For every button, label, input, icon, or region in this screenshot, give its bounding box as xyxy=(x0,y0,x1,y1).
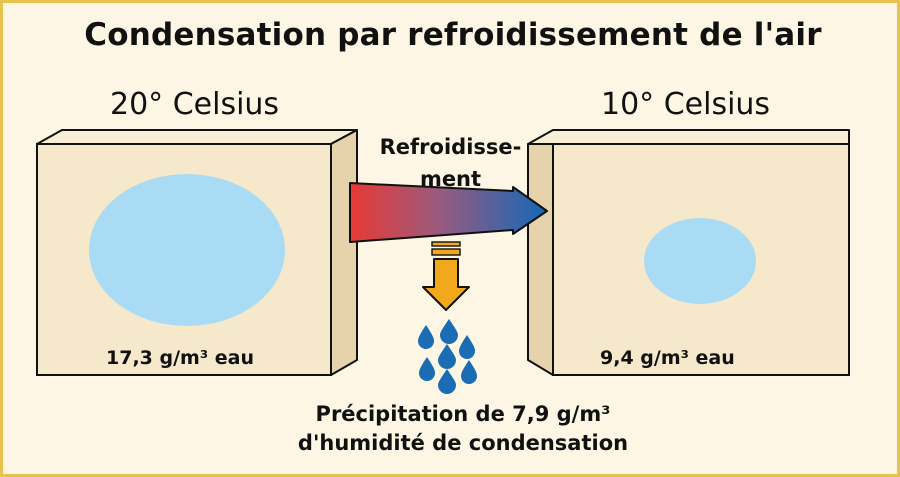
precipitation-caption: Précipitation de 7,9 g/m³ d'humidité de … xyxy=(228,400,698,458)
diagram-title: Condensation par refroidissement de l'ai… xyxy=(84,17,822,53)
cold-water-content: 9,4 g/m³ eau xyxy=(600,347,735,369)
warm-water-content: 17,3 g/m³ eau xyxy=(106,347,255,369)
cold-temperature-label: 10° Celsius xyxy=(601,87,771,122)
cooling-label: Refroidisse- ment xyxy=(368,131,533,195)
water-vapor-large xyxy=(89,174,285,326)
cooling-label-line1: Refroidisse- xyxy=(379,135,522,159)
caption-line1: Précipitation de 7,9 g/m³ xyxy=(315,402,611,426)
water-drops-icon xyxy=(418,319,477,394)
warm-air-box xyxy=(36,129,358,376)
caption-line2: d'humidité de condensation xyxy=(297,431,629,455)
down-arrow-icon xyxy=(422,241,470,311)
water-vapor-small xyxy=(644,218,756,304)
cooling-arrow-icon xyxy=(349,182,548,243)
diagram-artwork xyxy=(36,129,850,394)
warm-temperature-label: 20° Celsius xyxy=(110,87,280,122)
cold-air-box xyxy=(527,129,850,376)
cooling-label-line2: ment xyxy=(419,167,482,191)
